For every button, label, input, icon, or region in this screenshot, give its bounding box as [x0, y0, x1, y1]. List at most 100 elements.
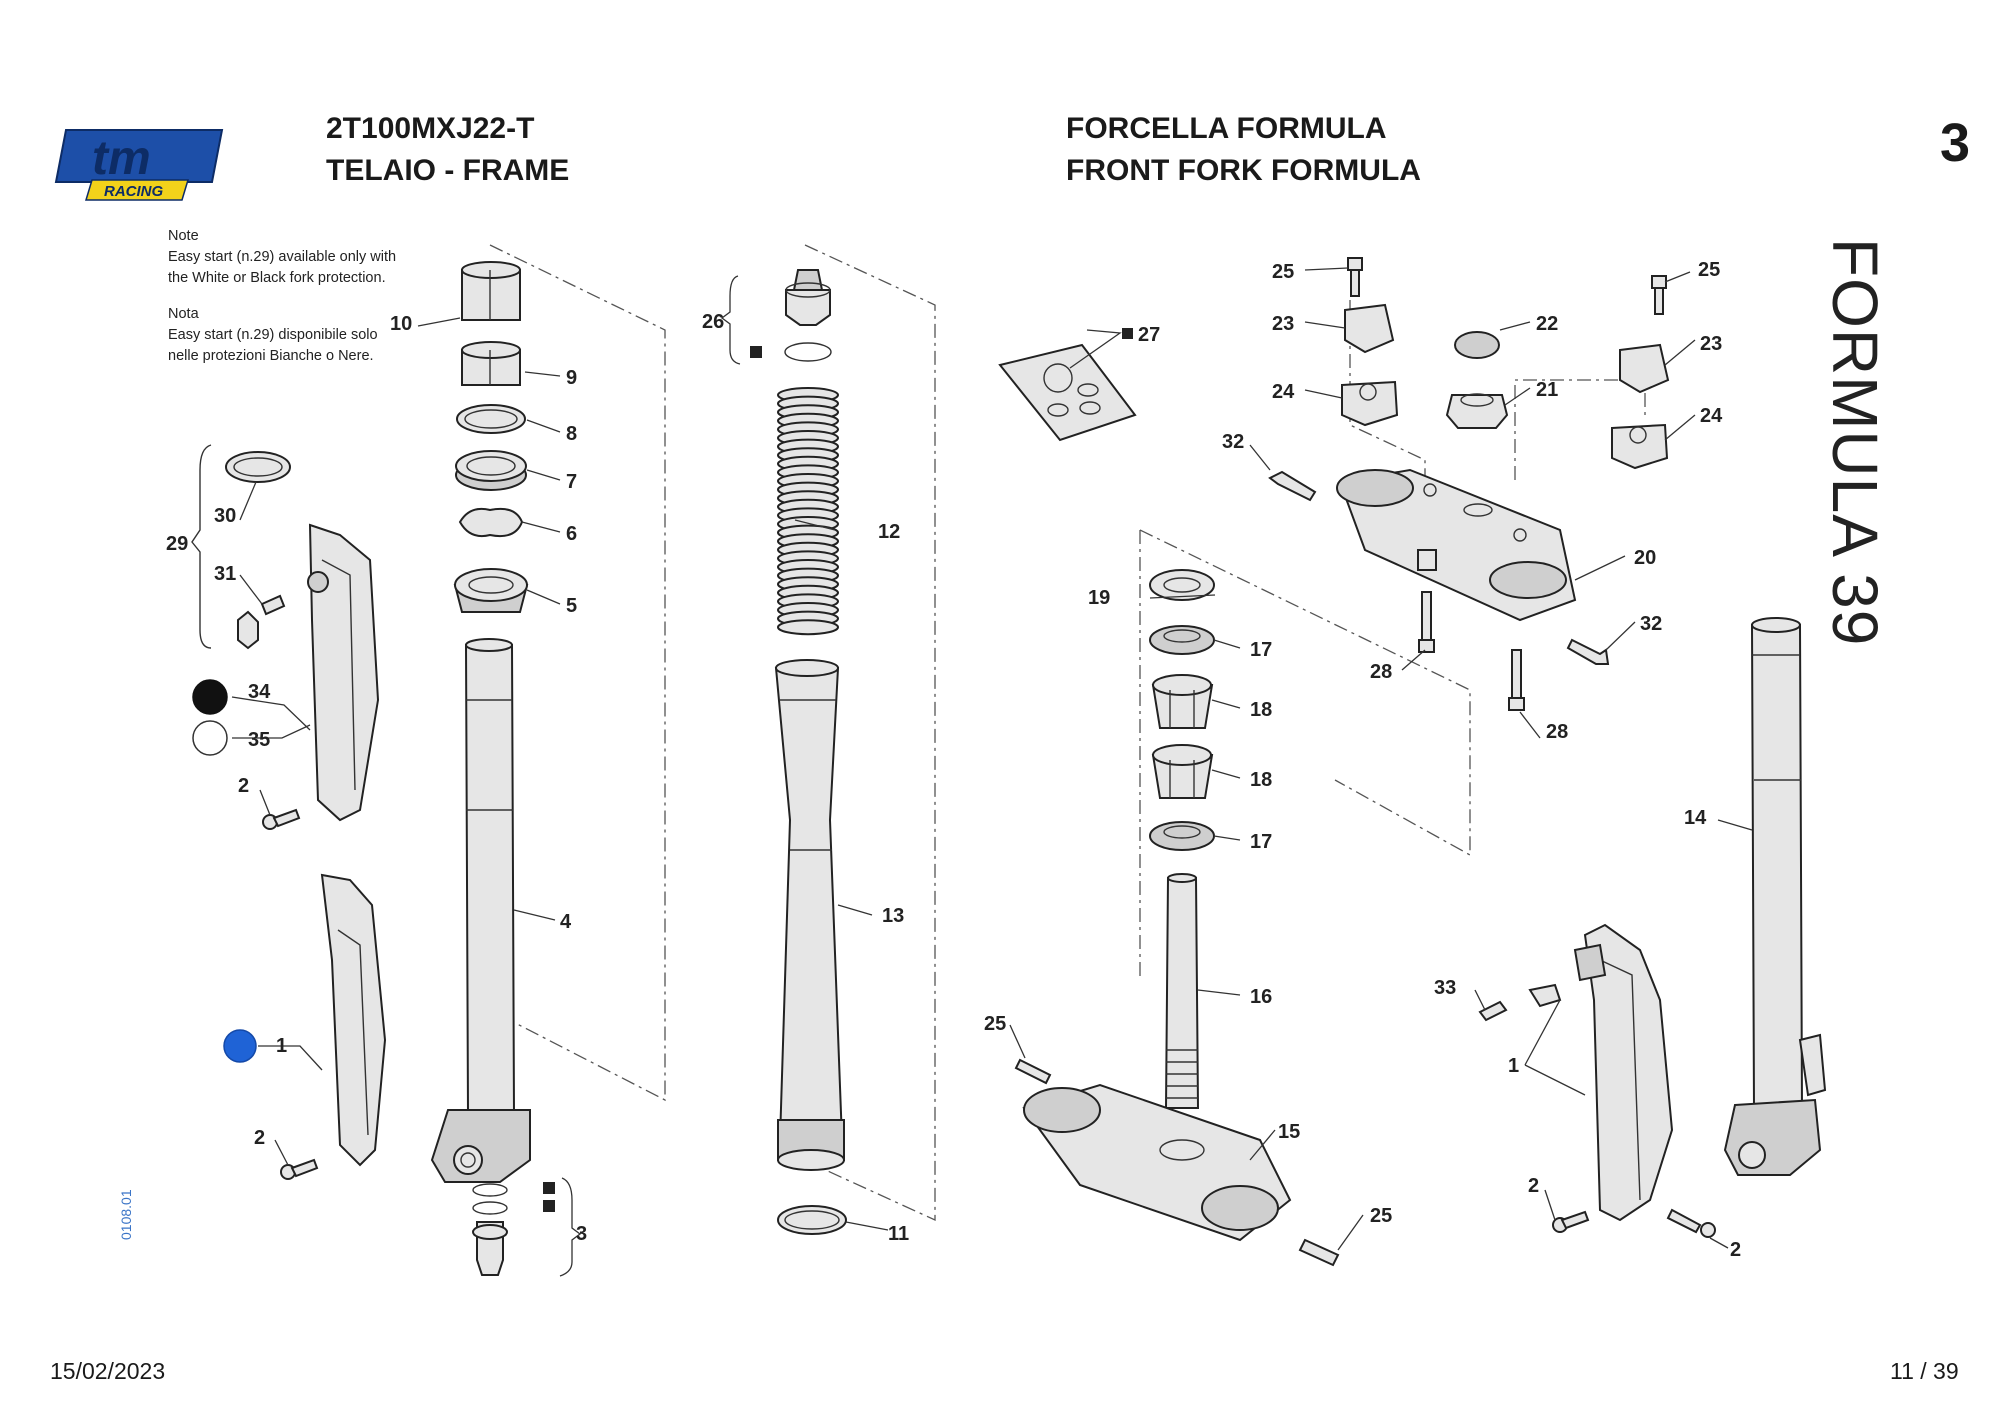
label-7: 7: [566, 471, 577, 493]
notes-block: Note Easy start (n.29) available only wi…: [168, 226, 398, 382]
part-27-decal: [998, 343, 1137, 442]
label-16: 16: [1250, 986, 1272, 1008]
logo-subtext: RACING: [104, 183, 163, 200]
label-13: 13: [882, 905, 904, 927]
label-17a: 17: [1250, 639, 1272, 661]
part-31-screw: [260, 594, 286, 616]
table-number: 3: [1940, 113, 1971, 173]
label-2c: 2: [1528, 1175, 1539, 1197]
part-32-bolt-right: [1566, 638, 1610, 665]
label-23a: 23: [1272, 313, 1294, 335]
part-2-bolt-left-b: [280, 1158, 319, 1180]
label-19: 19: [1088, 587, 1110, 609]
label-8: 8: [566, 423, 577, 445]
model-code: 2T100MXJ22-T: [326, 112, 535, 145]
label-26: 26: [702, 311, 724, 333]
note-text-en: Easy start (n.29) available only with th…: [168, 249, 397, 286]
note-heading-it: Nota: [168, 306, 199, 322]
note-heading-en: Note: [168, 228, 199, 244]
label-6: 6: [566, 523, 577, 545]
logo-text: tm: [92, 132, 151, 185]
label-25c: 25: [984, 1013, 1006, 1035]
part-32-bolt-left: [1268, 470, 1317, 502]
label-34: 34: [248, 681, 271, 703]
label-25a: 25: [1272, 261, 1294, 283]
part-5-oil-seal: [453, 568, 529, 613]
white-protection-swatch: [192, 720, 228, 756]
footer-page-number: 11 / 39: [1890, 1358, 1959, 1384]
part-28-bolt-right: [1508, 649, 1525, 711]
label-18b: 18: [1250, 769, 1272, 791]
label-1b: 1: [1508, 1055, 1519, 1077]
label-17b: 17: [1250, 831, 1272, 853]
part-18-bearing-lower: [1151, 744, 1214, 799]
part-2-bolt-right-a: [1552, 1210, 1590, 1233]
part-22-stem-cap: [1454, 331, 1500, 359]
part-23-handlebar-clamp-left: [1344, 303, 1395, 354]
label-22: 22: [1536, 313, 1558, 335]
part-18-bearing-upper: [1151, 674, 1214, 729]
note-text-it: Easy start (n.29) disponibile solo nelle…: [168, 327, 378, 364]
vertical-fork-title: FORMULA 39: [1819, 238, 1891, 647]
label-5: 5: [566, 595, 577, 617]
part-33-bolt: [1478, 983, 1562, 1022]
label-3: 3: [576, 1223, 587, 1245]
part-21-stem-nut: [1445, 393, 1509, 429]
part-2-bolt-left-a: [262, 808, 301, 830]
label-21: 21: [1536, 379, 1558, 401]
part-19-dust-washer: [1149, 569, 1215, 601]
part-10-bush: [461, 261, 521, 321]
part-24-handlebar-clamp-base-right: [1611, 423, 1669, 470]
black-protection-swatch: [192, 679, 228, 715]
part-28-bolt-left: [1418, 591, 1435, 653]
title-italian: FORCELLA FORMULA: [1066, 112, 1387, 145]
part-25-bolt-lower-left: [1014, 1058, 1052, 1085]
footer-date: 15/02/2023: [50, 1358, 166, 1384]
label-24a: 24: [1272, 381, 1295, 403]
label-31: 31: [214, 563, 236, 585]
part-6-clip: [458, 507, 524, 538]
label-9: 9: [566, 367, 577, 389]
spring-coil: [777, 619, 839, 636]
part-3-valve: [472, 1183, 508, 1276]
part-8-washer: [456, 404, 526, 434]
label-2a: 2: [238, 775, 249, 797]
part-14-fork-leg-assembly: [1723, 617, 1827, 1176]
label-20: 20: [1634, 547, 1656, 569]
part-9-bush: [461, 341, 521, 386]
part-29-easy-start-kit: [191, 444, 291, 650]
label-12: 12: [878, 521, 900, 543]
part-16-steering-stem: [1164, 873, 1200, 1109]
label-18a: 18: [1250, 699, 1272, 721]
label-2b: 2: [254, 1127, 265, 1149]
tm-racing-logo: tm RACING: [54, 129, 224, 201]
label-33: 33: [1434, 977, 1456, 999]
part-20-upper-triple-clamp: [1336, 468, 1577, 622]
part-25-bolt-top-left: [1347, 257, 1363, 297]
section-title: TELAIO - FRAME: [326, 154, 570, 187]
label-15: 15: [1278, 1121, 1300, 1143]
part-12-spring: [777, 387, 839, 636]
label-14: 14: [1684, 807, 1707, 829]
blue-protection-swatch: [223, 1029, 257, 1063]
label-11: 11: [888, 1223, 909, 1245]
label-2d: 2: [1730, 1239, 1741, 1261]
part-25-bolt-lower-right: [1298, 1238, 1340, 1267]
part-11-clip-ring: [777, 1205, 847, 1235]
label-25d: 25: [1370, 1205, 1392, 1227]
label-10: 10: [390, 313, 412, 335]
part-1-fork-protection-upper: [307, 523, 380, 822]
part-25-bolt-top-right: [1651, 275, 1667, 315]
label-27: 27: [1138, 324, 1160, 346]
part-23-handlebar-clamp-right: [1619, 343, 1670, 394]
label-24b: 24: [1700, 405, 1723, 427]
part-24-handlebar-clamp-base-left: [1341, 380, 1399, 427]
part-17-bearing-race-upper: [1149, 625, 1215, 655]
label-32a: 32: [1222, 431, 1244, 453]
label-4: 4: [560, 911, 572, 933]
part-2-bolt-right-b: [1666, 1208, 1716, 1238]
label-28a: 28: [1370, 661, 1392, 683]
part-26-fork-cap: [784, 269, 832, 362]
part-1-fork-protection-right: [1573, 923, 1674, 1222]
